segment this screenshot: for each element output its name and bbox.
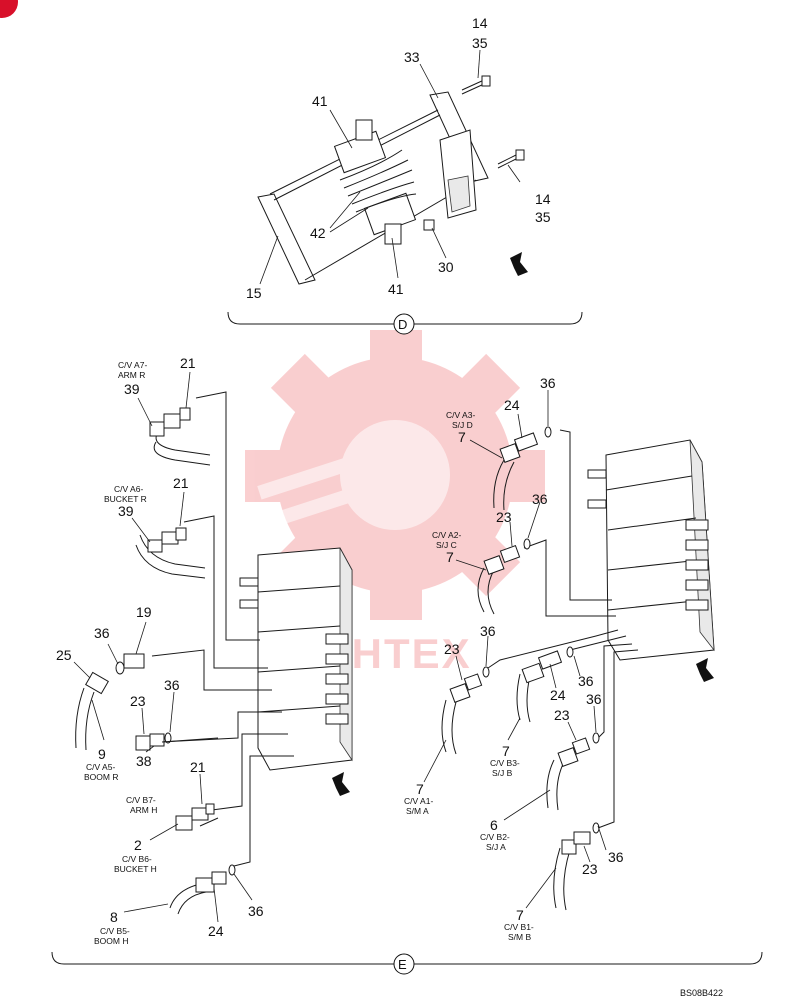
callout-36-b5: 36 <box>248 903 264 919</box>
caption-cv-a2-line1: C/V A2- <box>432 530 461 540</box>
callout-6: 6 <box>490 817 498 833</box>
caption-cv-a5-line1: C/V A5- <box>86 762 115 772</box>
callout-24-b5: 24 <box>208 923 224 939</box>
callout-25: 25 <box>56 647 72 663</box>
callout-39-a7: 39 <box>124 381 140 397</box>
callout-8: 8 <box>110 909 118 925</box>
caption-cv-b6-line2: BUCKET H <box>114 864 157 874</box>
callout-7-a3: 7 <box>458 429 466 445</box>
direction-arrow-icon <box>696 658 714 682</box>
callout-21-a6: 21 <box>173 475 189 491</box>
callout-7-b1: 7 <box>516 907 524 923</box>
caption-cv-a3-line1: C/V A3- <box>446 410 475 420</box>
callout-7-a2: 7 <box>446 549 454 565</box>
section-e-marker <box>393 953 415 975</box>
caption-cv-b3-line2: S/J B <box>492 768 513 778</box>
callout-23-b2: 23 <box>554 707 570 723</box>
callout-7-a1: 7 <box>416 781 424 797</box>
caption-cv-a6-line1: C/V A6- <box>114 484 143 494</box>
callout-24-b3: 24 <box>550 687 566 703</box>
callout-19: 19 <box>136 604 152 620</box>
caption-cv-a1-line1: C/V A1- <box>404 796 433 806</box>
callout-24-a3: 24 <box>504 397 520 413</box>
callout-36-a5: 36 <box>94 625 110 641</box>
direction-arrow-icon <box>332 772 350 796</box>
callout-36-b3: 36 <box>578 673 594 689</box>
caption-cv-b7-line1: C/V B7- <box>126 795 156 805</box>
callout-36-b7: 36 <box>164 677 180 693</box>
caption-cv-a2-line2: S/J C <box>436 540 457 550</box>
callout-23-b1: 23 <box>582 861 598 877</box>
caption-cv-b2-line1: C/V B2- <box>480 832 510 842</box>
callout-30: 30 <box>438 259 454 275</box>
caption-cv-a7-line1: C/V A7- <box>118 360 147 370</box>
callout-39-a6: 39 <box>118 503 134 519</box>
section-d-label: D <box>398 317 407 332</box>
callout-23-a1: 23 <box>444 641 460 657</box>
callout-33: 33 <box>404 49 420 65</box>
callout-35-right: 35 <box>535 209 551 225</box>
section-e-label: E <box>398 957 407 972</box>
callout-36-b1: 36 <box>608 849 624 865</box>
callout-42: 42 <box>310 225 326 241</box>
caption-cv-b5-line1: C/V B5- <box>100 926 130 936</box>
direction-arrow-icon <box>510 252 528 276</box>
caption-cv-b3-line1: C/V B3- <box>490 758 520 768</box>
left-hose-routing <box>73 371 294 923</box>
callout-23-a2: 23 <box>496 509 512 525</box>
callout-15: 15 <box>246 285 262 301</box>
callout-21-b6: 21 <box>190 759 206 775</box>
callout-21-a7: 21 <box>180 355 196 371</box>
callout-2: 2 <box>134 837 142 853</box>
callout-36-a3: 36 <box>540 375 556 391</box>
callout-36-a2: 36 <box>532 491 548 507</box>
figure-code: BS08B422 <box>680 988 723 998</box>
callout-9: 9 <box>98 746 106 762</box>
caption-cv-b5-line2: BOOM H <box>94 936 128 946</box>
caption-cv-a3-line2: S/J D <box>452 420 473 430</box>
callout-14-right: 14 <box>535 191 551 207</box>
callout-35-top: 35 <box>472 35 488 51</box>
caption-cv-b6-line1: C/V B6- <box>122 854 152 864</box>
caption-cv-a1-line2: S/M A <box>406 806 429 816</box>
caption-cv-b2-line2: S/J A <box>486 842 506 852</box>
callout-41-upper: 41 <box>312 93 328 109</box>
caption-cv-a5-line2: BOOM R <box>84 772 118 782</box>
right-hose-routing <box>423 390 639 911</box>
caption-cv-b1-line1: C/V B1- <box>504 922 534 932</box>
caption-cv-b7-line2: ARM H <box>130 805 157 815</box>
caption-cv-a6-line2: BUCKET R <box>104 494 147 504</box>
control-valve-left <box>239 547 353 796</box>
callout-38: 38 <box>136 753 152 769</box>
callout-7-b3: 7 <box>502 743 510 759</box>
callout-23-b7: 23 <box>130 693 146 709</box>
corner-badge-icon <box>0 0 18 18</box>
callout-41-lower: 41 <box>388 281 404 297</box>
caption-cv-b1-line2: S/M B <box>508 932 531 942</box>
callout-14-top: 14 <box>472 15 488 31</box>
section-d-drawing <box>257 49 528 285</box>
callout-36-a1: 36 <box>480 623 496 639</box>
callout-36-b2: 36 <box>586 691 602 707</box>
section-d-marker <box>393 313 415 335</box>
caption-cv-a7-line2: ARM R <box>118 370 145 380</box>
